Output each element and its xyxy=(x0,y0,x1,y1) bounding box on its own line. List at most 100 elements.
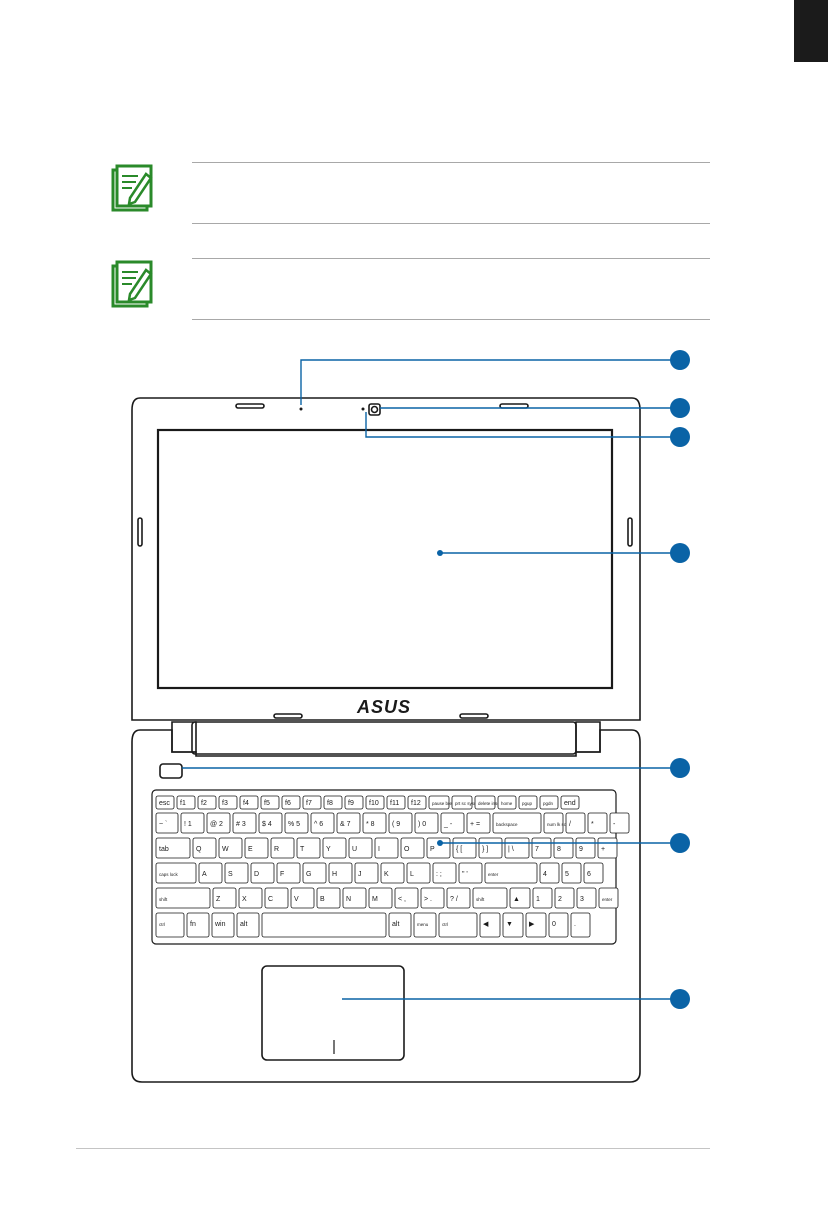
keyboard-key xyxy=(420,887,445,909)
keyboard-key-label: 6 xyxy=(587,871,591,878)
keyboard-key-label: 7 xyxy=(535,846,539,853)
keyboard-key xyxy=(322,837,347,859)
keyboard-key xyxy=(250,862,275,884)
keyboard-key xyxy=(284,812,309,834)
keyboard-key-label: shift xyxy=(476,897,485,902)
keyboard-key-label: ( 9 xyxy=(392,821,400,828)
base-outline xyxy=(131,729,641,1083)
keyboard-key xyxy=(197,795,217,810)
keyboard-key-label: & 7 xyxy=(340,821,351,828)
keyboard-key-label: | \ xyxy=(508,846,514,853)
note-rule-bottom xyxy=(192,223,710,224)
keyboard-key-label: alt xyxy=(240,921,247,928)
keyboard-key xyxy=(260,795,280,810)
callout-dot-5 xyxy=(670,758,690,778)
keyboard-key xyxy=(155,837,191,859)
keyboard-key xyxy=(565,812,586,834)
keyboard-key-label: alt xyxy=(392,921,399,928)
keyboard-key xyxy=(232,812,257,834)
keyboard-key xyxy=(239,795,259,810)
keyboard-key xyxy=(218,837,243,859)
keyboard-key-label: pgdn xyxy=(543,801,554,806)
power-button xyxy=(159,763,183,779)
keyboard-key-label: f2 xyxy=(201,800,207,807)
keyboard-key-label: - xyxy=(613,821,616,828)
keyboard-key xyxy=(472,887,508,909)
keyboard-key xyxy=(598,887,619,909)
keyboard-key-label: 8 xyxy=(557,846,561,853)
keyboard-key-label: P xyxy=(430,846,435,853)
keyboard-key-label: ▲ xyxy=(513,896,520,903)
keyboard-key xyxy=(236,912,260,938)
keyboard-key-label: pause break xyxy=(432,801,458,806)
keyboard-key-label: @ 2 xyxy=(210,821,223,828)
callout-line-indicator xyxy=(365,412,680,438)
keyboard-key xyxy=(302,795,322,810)
keyboard-key xyxy=(155,912,185,938)
keyboard-key xyxy=(296,837,321,859)
callout-dot-2 xyxy=(670,398,690,418)
note-box-1 xyxy=(110,162,710,224)
keyboard-key xyxy=(368,887,393,909)
keyboard-key xyxy=(323,795,343,810)
keyboard-key-label: . xyxy=(574,921,576,928)
keyboard-key xyxy=(413,912,437,938)
keyboard-key xyxy=(212,887,237,909)
keyboard-key-label: Q xyxy=(196,846,202,853)
keyboard-key-label: ctrl xyxy=(442,922,448,927)
asus-logo: ASUS xyxy=(356,697,411,717)
keyboard-key-label: esc xyxy=(159,800,170,807)
keyboard-key xyxy=(264,887,289,909)
keyboard-key-label: prt sc sysrq xyxy=(455,801,479,806)
note-rule-top xyxy=(192,162,710,163)
keyboard-key xyxy=(344,795,364,810)
callout-dot-1 xyxy=(670,350,690,370)
keyboard xyxy=(151,789,617,945)
keyboard-key-label: E xyxy=(248,846,253,853)
page-edge-tab xyxy=(794,0,828,62)
keyboard-key-label: f7 xyxy=(306,800,312,807)
keyboard-key xyxy=(554,887,575,909)
keyboard-key xyxy=(502,912,524,938)
keyboard-key xyxy=(155,887,211,909)
keyboard-key xyxy=(336,812,361,834)
callout-dot-7 xyxy=(670,989,690,1009)
keyboard-key xyxy=(518,795,538,810)
microphone-hole xyxy=(299,407,303,411)
keyboard-key xyxy=(576,887,597,909)
keyboard-key-label: fn xyxy=(190,921,196,928)
keyboard-key xyxy=(386,795,406,810)
callout-line-microphone xyxy=(300,359,680,405)
keyboard-key xyxy=(474,795,496,810)
keyboard-key-label: S xyxy=(228,871,233,878)
keyboard-key xyxy=(180,812,205,834)
keyboard-key-label: " ' xyxy=(462,871,468,878)
keyboard-key-label: 3 xyxy=(580,896,584,903)
keyboard-key xyxy=(261,912,387,938)
keyboard-key-label: X xyxy=(242,896,247,903)
keyboard-key xyxy=(374,837,399,859)
keyboard-key xyxy=(407,795,427,810)
footer-rule xyxy=(76,1148,710,1149)
keyboard-key xyxy=(281,795,301,810)
callout-dot-4 xyxy=(670,543,690,563)
keyboard-key xyxy=(394,887,419,909)
keyboard-key-label: 2 xyxy=(558,896,562,903)
keyboard-key xyxy=(432,862,457,884)
keyboard-key xyxy=(206,812,231,834)
keyboard-key-label: 0 xyxy=(552,921,556,928)
keyboard-key-label: U xyxy=(352,846,357,853)
keyboard-key xyxy=(548,912,569,938)
keyboard-key xyxy=(438,912,478,938)
keyboard-key xyxy=(258,812,283,834)
keyboard-key-label: win xyxy=(214,921,226,928)
keyboard-key-label: / xyxy=(569,821,571,828)
camera-icon xyxy=(368,403,381,416)
keyboard-key-label: $ 4 xyxy=(262,821,272,828)
keyboard-key-label: # 3 xyxy=(236,821,246,828)
keyboard-key-label: f5 xyxy=(264,800,270,807)
keyboard-key-label: f3 xyxy=(222,800,228,807)
keyboard-key-label: pgup xyxy=(522,801,533,806)
keyboard-key-label: > . xyxy=(424,896,432,903)
